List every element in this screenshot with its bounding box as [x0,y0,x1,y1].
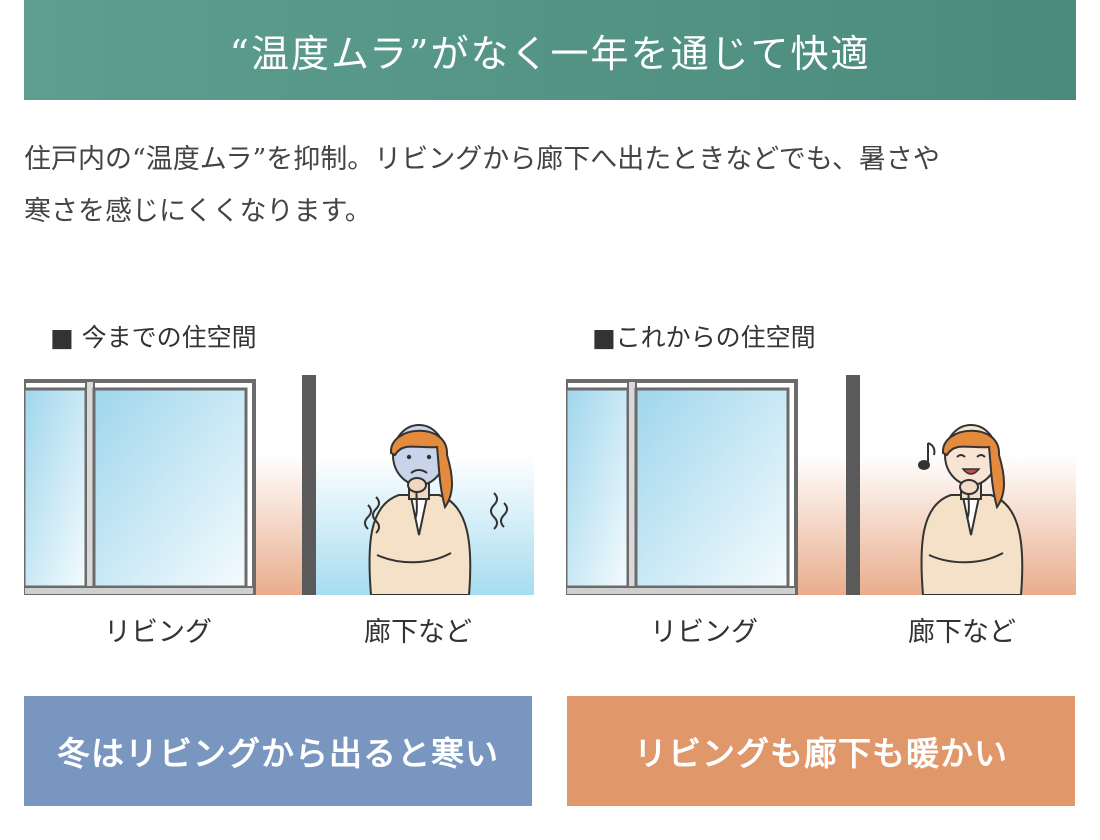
wall-divider [846,375,860,595]
label-hall-current: 廊下など [364,617,472,648]
music-note-icon [918,442,936,470]
shivering-woman-figure [368,424,472,595]
panel-title-current: ■ 今までの住空間 [50,323,257,352]
scene-current-illustration [24,375,534,595]
label-living-current: リビング [104,617,212,648]
intro-line-2: 寒さを感じにくくなります。 [24,196,372,227]
header-band: “温度ムラ”がなく一年を通じて快適 [24,0,1076,100]
window-frame [24,379,256,595]
label-living-future: リビング [650,617,758,648]
summary-cold: 冬はリビングから出ると寒い [24,696,532,806]
happy-woman-figure [920,424,1024,595]
page-title: “温度ムラ”がなく一年を通じて快適 [229,31,871,76]
shiver-lines-icon [364,492,508,534]
scene-current [24,375,534,595]
panel-title-future: ■これからの住空間 [592,323,816,352]
intro-line-1: 住戸内の“温度ムラ”を抑制。リビングから廊下へ出たときなどでも、暑さや [24,144,940,175]
wall-divider [302,375,316,595]
panel-current: ■ 今までの住空間 [24,318,534,648]
scene-future [566,375,1076,595]
label-hall-future: 廊下など [908,617,1016,648]
panel-future: ■これからの住空間 [566,318,1076,648]
scene-future-illustration [566,375,1076,595]
summary-warm: リビングも廊下も暖かい [567,696,1075,806]
intro-text: 住戸内の“温度ムラ”を抑制。リビングから廊下へ出たときなどでも、暑さや 寒さを感… [24,134,1084,238]
window-frame [566,379,798,595]
